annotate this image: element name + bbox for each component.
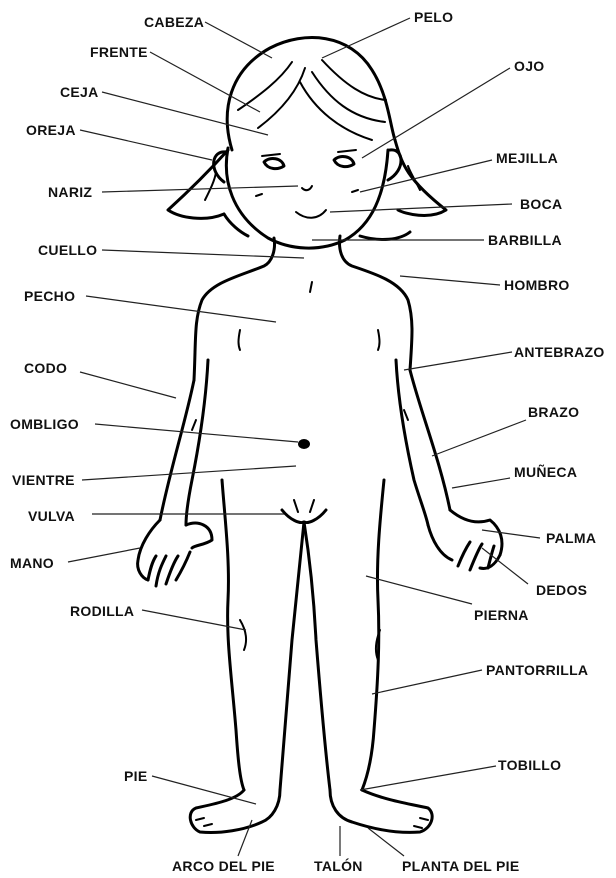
label-palma: PALMA — [546, 530, 596, 546]
label-antebrazo: ANTEBRAZO — [514, 344, 605, 360]
leader-lines — [68, 18, 540, 856]
legs-outline — [222, 480, 384, 790]
label-barbilla: BARBILLA — [488, 232, 562, 248]
label-tobillo: TOBILLO — [498, 757, 561, 773]
label-pantorrilla: PANTORRILLA — [486, 662, 588, 678]
label-planta-del-pie: PLANTA DEL PIE — [402, 858, 520, 874]
label-cuello: CUELLO — [38, 242, 97, 258]
left-arm-outline — [138, 360, 212, 586]
torso-outline — [194, 236, 412, 449]
label-ojo: OJO — [514, 58, 544, 74]
label-boca: BOCA — [520, 196, 562, 212]
label-cabeza: CABEZA — [144, 14, 204, 30]
right-arm-outline — [396, 360, 502, 570]
label-arco-del-pie: ARCO DEL PIE — [172, 858, 275, 874]
label-pecho: PECHO — [24, 288, 75, 304]
label-pierna: PIERNA — [474, 607, 529, 623]
label-ceja: CEJA — [60, 84, 99, 100]
label-hombro: HOMBRO — [504, 277, 570, 293]
label-pelo: PELO — [414, 9, 453, 25]
label-codo: CODO — [24, 360, 67, 376]
label-mano: MANO — [10, 555, 54, 571]
label-nariz: NARIZ — [48, 184, 92, 200]
label-dedos: DEDOS — [536, 582, 587, 598]
label-rodilla: RODILLA — [70, 603, 134, 619]
label-muneca: MUÑECA — [514, 464, 577, 480]
label-talon: TALÓN — [314, 858, 363, 874]
label-oreja: OREJA — [26, 122, 76, 138]
label-vulva: VULVA — [28, 508, 75, 524]
label-frente: FRENTE — [90, 44, 148, 60]
label-mejilla: MEJILLA — [496, 150, 558, 166]
label-ombligo: OMBLIGO — [10, 416, 79, 432]
label-brazo: BRAZO — [528, 404, 579, 420]
label-pie: PIE — [124, 768, 147, 784]
label-vientre: VIENTRE — [12, 472, 75, 488]
